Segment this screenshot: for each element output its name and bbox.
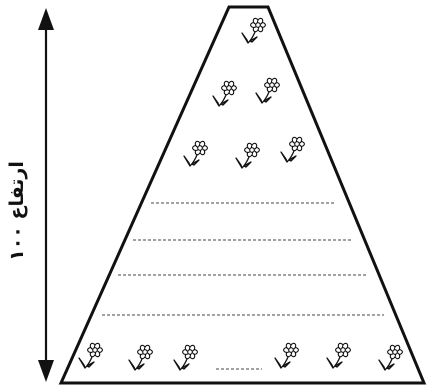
flower bbox=[184, 140, 207, 166]
flower bbox=[379, 344, 402, 370]
flower bbox=[256, 77, 279, 103]
flower bbox=[213, 80, 236, 106]
pyramid-outline bbox=[61, 7, 424, 383]
flower bbox=[242, 17, 265, 43]
flower bbox=[281, 136, 304, 162]
flower bbox=[174, 344, 197, 370]
height-label: ارتفاع ۱۰۰ bbox=[4, 176, 30, 246]
flower bbox=[79, 342, 102, 368]
flower bbox=[327, 342, 350, 368]
height-label-text: ارتفاع ۱۰۰ bbox=[6, 161, 28, 261]
flower bbox=[275, 342, 298, 368]
flower bbox=[236, 142, 259, 168]
flower bbox=[129, 344, 152, 370]
height-arrow bbox=[38, 8, 54, 382]
height-arrow-top-head bbox=[38, 8, 54, 30]
flowers-group bbox=[79, 17, 402, 370]
height-arrow-bottom-head bbox=[38, 360, 54, 382]
